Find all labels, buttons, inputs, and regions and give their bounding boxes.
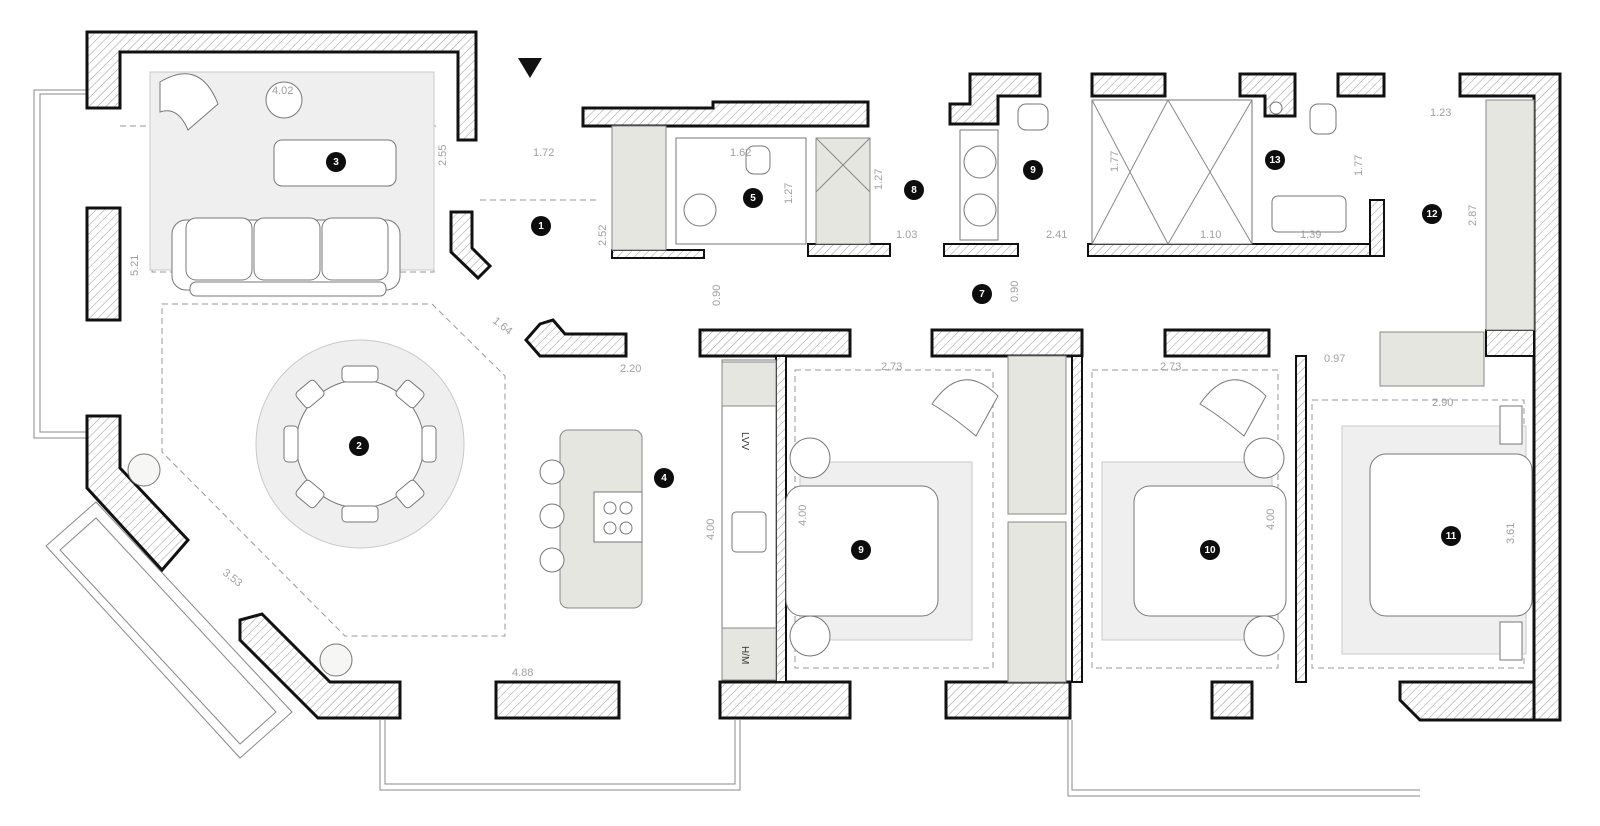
dimension-label: 2.73 [881,361,902,373]
wet-rooms [611,99,1535,387]
room-marker-circle [851,540,871,560]
kitchen: LVV H/M [539,359,777,681]
dimension-label: 1.39 [1300,229,1321,241]
room-number: 4 [661,473,667,484]
room-marker-circle [654,468,674,488]
dimension-label: 1.27 [873,169,885,190]
room-marker-10: 10 [1200,540,1220,560]
dimension-label: 2.41 [1046,229,1067,241]
dimension-label: 1.23 [1430,107,1451,119]
room-number: 11 [1446,531,1457,542]
dimension-label: 2.87 [1467,205,1479,226]
room-marker-circle [531,216,551,236]
room-number: 9 [1030,165,1036,176]
room-marker-circle [349,436,369,456]
room-marker-9: 9 [851,540,871,560]
dimension-label: 1.62 [730,147,751,159]
room-number: 8 [911,185,917,196]
room-marker-3: 3 [326,152,346,172]
dimension-label: 4.88 [512,667,533,679]
room-number: 5 [750,193,756,204]
dimension-label: 2.55 [437,145,449,166]
dimension-label: 2.20 [620,363,641,375]
room-marker-circle [1023,160,1043,180]
dimension-label: 1.77 [1109,151,1121,172]
dimension-label: 1.10 [1200,229,1221,241]
dimension-label: 0.90 [711,285,723,306]
room-number: 7 [979,289,985,300]
dining-area [127,339,465,677]
room-marker-4: 4 [654,468,674,488]
room-marker-9: 9 [1023,160,1043,180]
dimension-label: 1.64 [490,315,514,338]
room-marker-5: 5 [743,188,763,208]
room-marker-circle [1422,204,1442,224]
room-marker-7: 7 [972,284,992,304]
dimension-label: 3.53 [220,567,244,590]
entrance-arrow-icon [518,58,542,78]
dimension-label: 0.97 [1324,353,1345,365]
washer-label: LVV [739,432,750,450]
room-marker-8: 8 [904,180,924,200]
dimension-label: 1.77 [1353,155,1365,176]
dimension-label: 2.73 [1160,361,1181,373]
room-marker-circle [972,284,992,304]
room-number: 9 [858,545,864,556]
room-number: 3 [333,157,339,168]
balconies [33,89,1420,797]
bedroom-11 [1341,405,1533,661]
room-number: 1 [538,221,544,232]
dimension-labels: 4.02 1.72 2.55 1.62 1.27 1.27 2.52 5.21 1.03 2.41… [129,85,1517,679]
room-marker-circle [1441,526,1461,546]
room-number: 13 [1269,155,1281,166]
room-number: 2 [356,441,362,452]
dimension-label: 2.52 [597,225,609,246]
dimension-label: 4.00 [705,519,717,540]
dimension-label: 0.90 [1009,281,1021,302]
room-marker-1: 1 [531,216,551,236]
dining-chairs [283,365,437,523]
room-marker-circle [743,188,763,208]
dimension-label: 2.90 [1432,397,1453,409]
room-marker-12: 12 [1422,204,1442,224]
walls [85,30,1562,722]
dimension-label: 4.02 [272,85,293,97]
dimension-label: 5.21 [129,255,141,276]
room-marker-13: 13 [1265,150,1285,170]
room-marker-circle [1265,150,1285,170]
room-marker-2: 2 [349,436,369,456]
dimension-label: 4.00 [797,505,809,526]
dimension-label: 1.27 [783,183,795,204]
room-marker-circle [1200,540,1220,560]
dimension-label: 4.00 [1265,509,1277,530]
room-marker-circle [326,152,346,172]
dimension-label: 3.61 [1505,523,1517,544]
bedroom-10 [1101,379,1287,657]
room-number: 10 [1204,545,1216,556]
living-room [149,71,435,297]
sofa [171,217,401,297]
dimension-label: 1.03 [896,229,917,241]
room-number: 12 [1426,209,1438,220]
dimension-label: 1.72 [533,147,554,159]
fridge-label: H/M [739,646,750,664]
bedroom-9 [785,355,1067,683]
room-marker-11: 11 [1441,526,1461,546]
room-marker-circle [904,180,924,200]
